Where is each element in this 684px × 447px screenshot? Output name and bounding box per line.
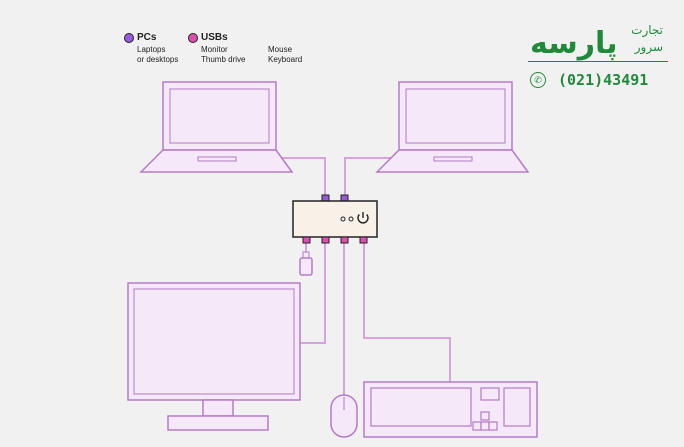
pc-port-2 — [340, 194, 349, 202]
brand-divider — [528, 61, 668, 62]
brand-phone: (021)43491 — [558, 71, 649, 89]
legend-other-line1: Mouse — [268, 45, 293, 54]
legend-pcs-line1: Laptops — [137, 45, 166, 54]
legend-other: Mouse Keyboard — [268, 45, 302, 65]
legend-usbs: USBs Monitor Thumb drive — [188, 33, 245, 65]
usbs-dot-icon — [188, 33, 198, 43]
laptop-left — [139, 81, 294, 173]
indicator-light-2 — [348, 216, 354, 222]
legend-usbs-line1: Monitor — [201, 45, 228, 54]
power-icon — [357, 212, 369, 224]
legend-pcs-title: PCs — [137, 32, 157, 43]
mouse — [330, 394, 358, 438]
monitor — [127, 282, 301, 431]
usb-port-4 — [359, 236, 368, 244]
legend-other-line2: Keyboard — [268, 55, 303, 64]
kvm-switch — [292, 194, 378, 244]
legend-pcs: PCs Laptops or desktops — [124, 33, 178, 65]
laptop-right — [375, 81, 530, 173]
usb-port-1 — [302, 236, 311, 244]
pc-port-1 — [321, 194, 330, 202]
brand-logo: پارسه تجارت سرور ✆ (021)43491 — [525, 20, 675, 100]
pcs-dot-icon — [124, 33, 134, 43]
cable-keyboard — [363, 242, 451, 382]
thumb-drive — [299, 251, 313, 276]
indicator-light-1 — [340, 216, 346, 222]
brand-word: پارسه — [530, 26, 618, 61]
brand-tagline-1: تجارت — [631, 23, 663, 37]
usb-port-3 — [340, 236, 349, 244]
phone-icon: ✆ — [530, 72, 546, 88]
brand-tagline-2: سرور — [634, 40, 663, 54]
legend-usbs-line2: Thumb drive — [201, 55, 246, 64]
cable-left-laptop — [277, 157, 326, 199]
legend-usbs-title: USBs — [201, 32, 228, 43]
cables — [277, 157, 451, 395]
legend-pcs-line2: or desktops — [137, 55, 179, 64]
keyboard — [363, 381, 538, 438]
cable-right-laptop — [344, 157, 399, 199]
cable-monitor — [300, 242, 326, 344]
usb-port-2 — [321, 236, 330, 244]
